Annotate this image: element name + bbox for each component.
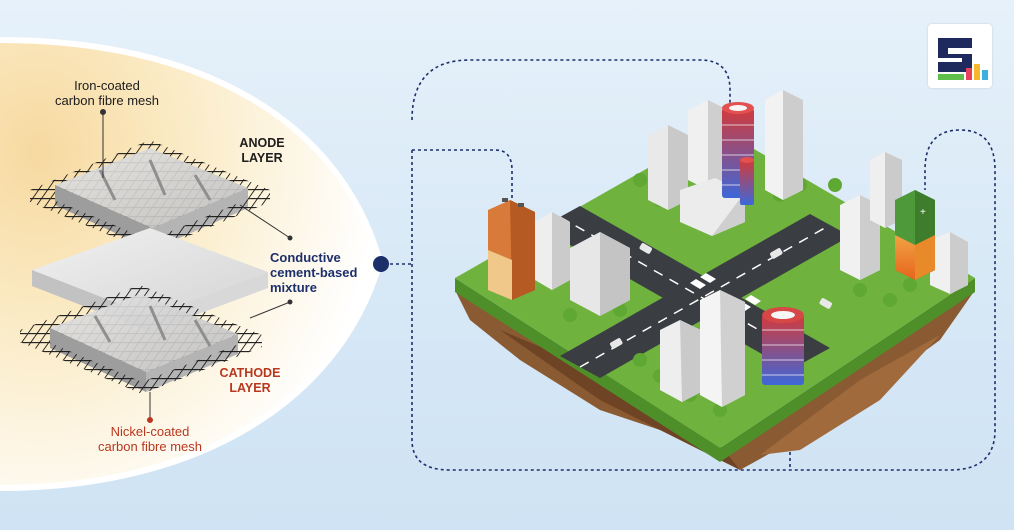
dashed-frame (411, 59, 996, 471)
conductive-line-2: cement-based (270, 265, 358, 280)
battery-icon (722, 102, 804, 385)
iron-mesh-line-1: Iron-coated (74, 78, 140, 93)
cathode-line-2: LAYER (229, 381, 271, 395)
anode-layer-label: ANODE LAYER (232, 136, 292, 166)
conductive-mixture-label: Conductive cement-based mixture (270, 250, 380, 295)
nickel-mesh-line-1: Nickel-coated (110, 424, 190, 439)
leader-lines (100, 109, 293, 423)
brand-logo-icon (928, 24, 992, 88)
nickel-mesh-label: Nickel-coated carbon fibre mesh (80, 424, 220, 454)
nickel-mesh-line-2: carbon fibre mesh (97, 439, 203, 454)
iron-mesh-label: Iron-coated carbon fibre mesh (42, 78, 172, 108)
conductive-line-1: Conductive (270, 250, 341, 265)
cathode-layer-label: CATHODE LAYER (205, 366, 295, 396)
anode-line-2: LAYER (241, 151, 283, 165)
conductive-line-3: mixture (270, 280, 317, 295)
anode-line-1: ANODE (239, 136, 285, 150)
svg-text:+: + (920, 207, 926, 218)
cathode-layer-graphic (20, 285, 262, 394)
connector-dot (373, 256, 389, 272)
iron-mesh-line-2: carbon fibre mesh (54, 93, 160, 108)
anode-layer-graphic (30, 140, 270, 252)
city-island-icon: + (455, 90, 975, 470)
cathode-line-1: CATHODE (219, 366, 281, 380)
